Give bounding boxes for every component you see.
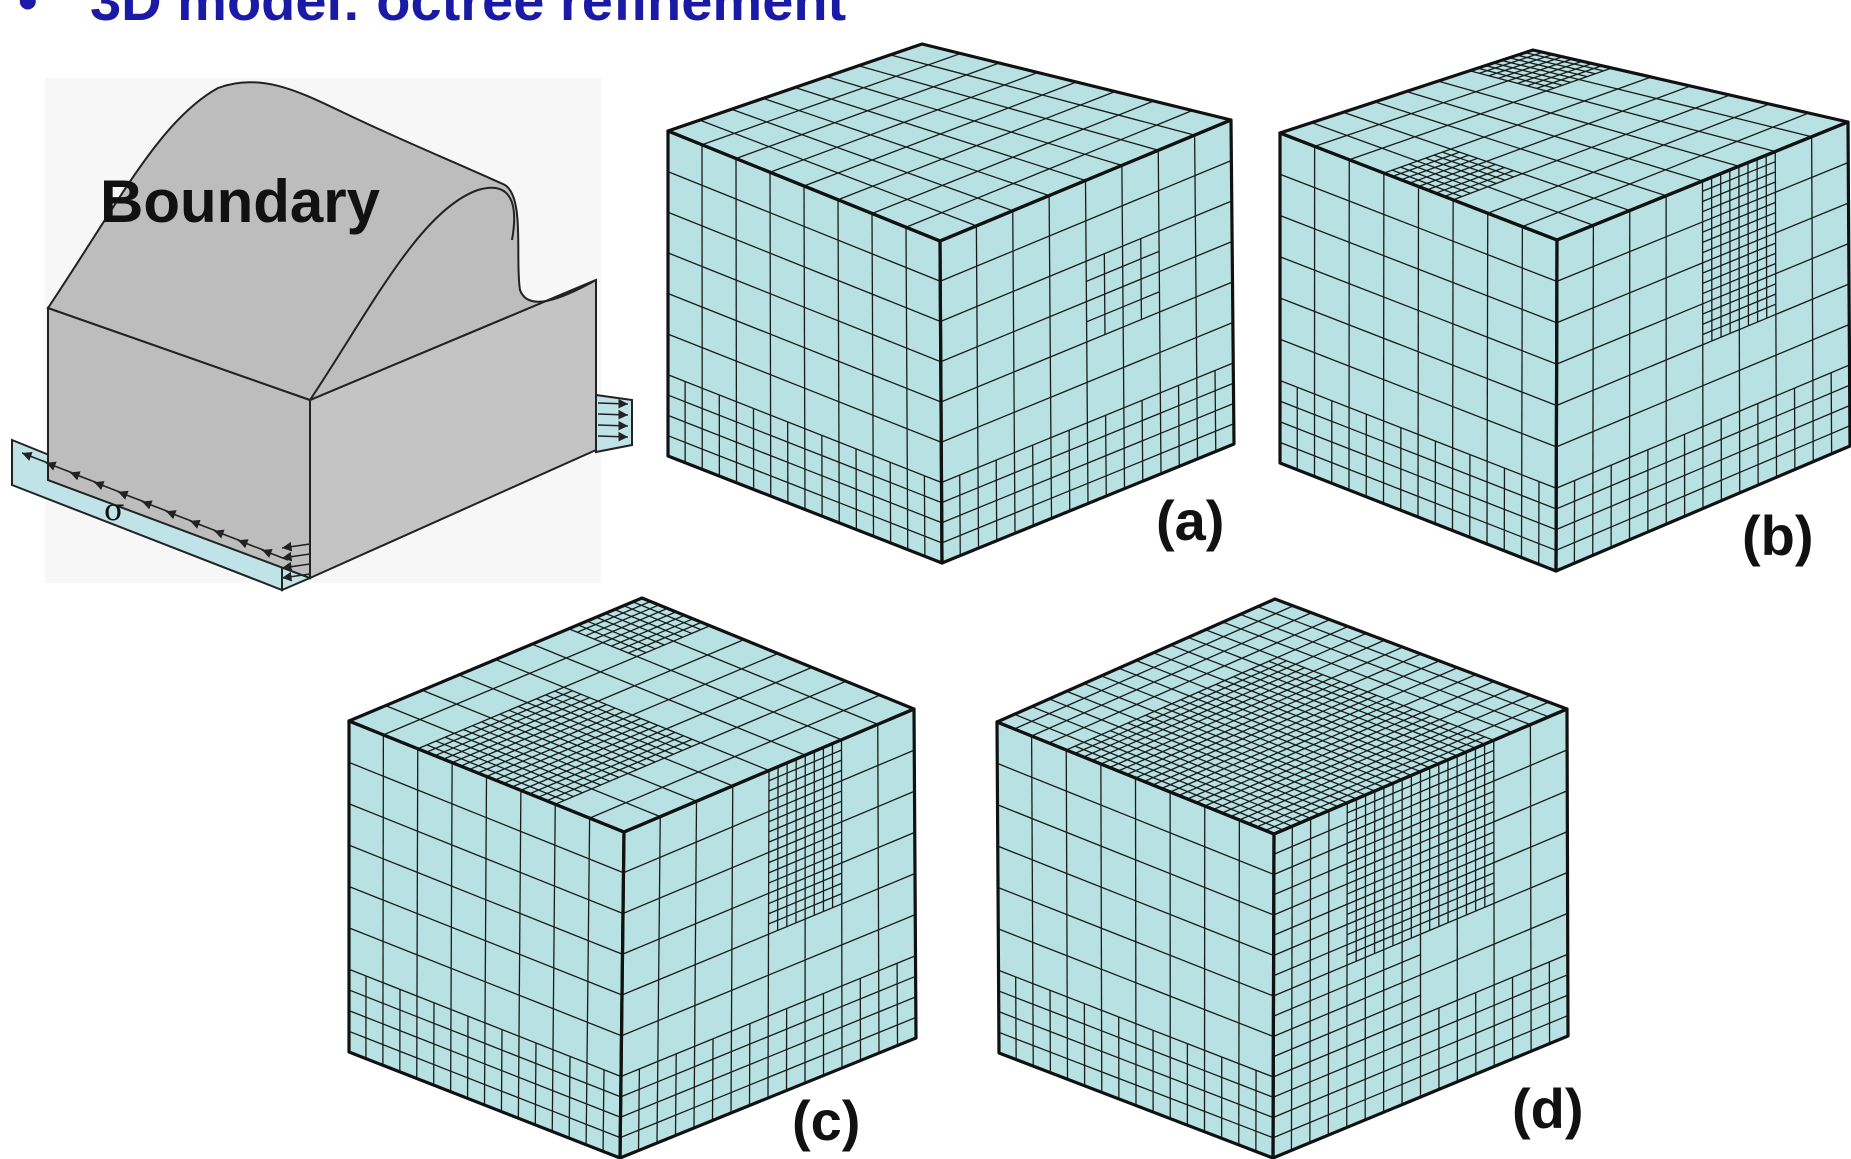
boundary-figure: Boundary σ — [12, 78, 632, 590]
stress-symbol: σ — [104, 493, 124, 528]
octree-cube-c — [349, 598, 916, 1158]
title-text: 3D model: octree refinement — [90, 0, 846, 32]
octree-cube-b — [1280, 50, 1850, 571]
panel-label-c: (c) — [792, 1089, 860, 1152]
panel-label-a: (a) — [1156, 489, 1224, 552]
panel-label-b: (b) — [1742, 504, 1814, 567]
bullet: • — [18, 0, 38, 32]
octree-cube-a — [668, 44, 1234, 563]
stress-arrow — [598, 425, 628, 426]
panel-label-d: (d) — [1512, 1077, 1584, 1140]
octree-cube-d — [997, 599, 1568, 1158]
stress-arrow — [598, 414, 628, 415]
slide-title: • 3D model: octree refinement — [18, 0, 846, 32]
stress-arrow — [598, 436, 628, 437]
stress-arrow — [598, 403, 628, 404]
boundary-label: Boundary — [100, 168, 381, 235]
